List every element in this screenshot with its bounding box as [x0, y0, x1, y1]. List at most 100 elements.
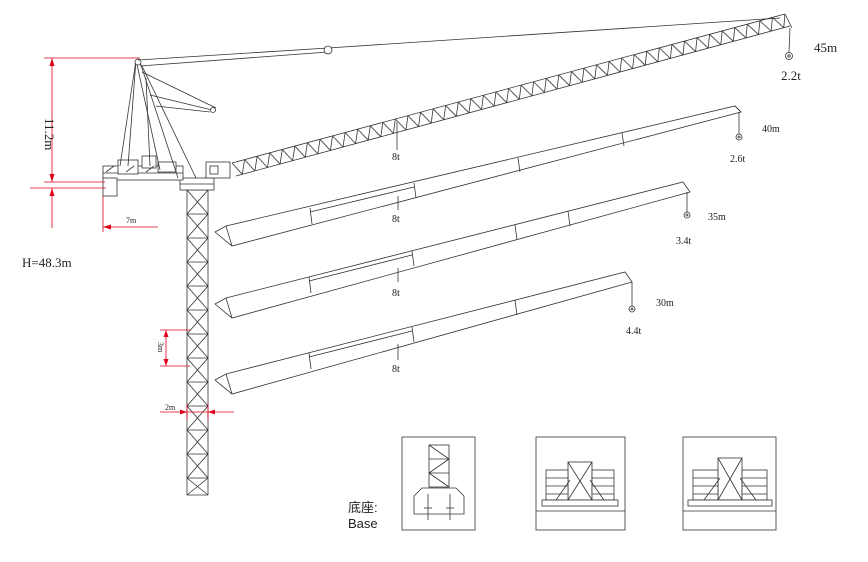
lattice-member: [682, 41, 685, 56]
lattice-member: [621, 57, 633, 69]
counter-jib: [102, 155, 184, 197]
lattice-member: [380, 122, 384, 137]
lattice-member: [558, 74, 570, 86]
lattice-member: [583, 67, 596, 80]
lattice-member: [395, 118, 407, 131]
lattice-member: [392, 118, 396, 134]
lattice-member: [432, 108, 445, 121]
lattice-member: [732, 27, 736, 42]
lattice-member: [430, 108, 434, 124]
lattice-member: [544, 78, 547, 93]
base-fixed-foundation: [401, 436, 476, 531]
lattice-member: [506, 88, 509, 103]
lattice-member: [330, 135, 333, 151]
slewing-unit: [179, 161, 231, 191]
lattice-member: [468, 98, 472, 113]
lattice-member: [281, 149, 293, 161]
jib-35-max-load: 8t: [392, 288, 400, 299]
lattice-member: [445, 105, 457, 117]
lattice-member: [357, 128, 369, 141]
lattice-member: [707, 34, 710, 49]
lattice-member: [254, 156, 258, 171]
jib-40-tip-load: 2.6t: [730, 154, 746, 165]
jib-45-max-load: 8t: [392, 152, 400, 163]
lattice-member: [619, 57, 623, 73]
lattice-member: [317, 139, 321, 154]
lattice-member: [382, 122, 394, 134]
lattice-member: [596, 64, 608, 76]
lattice-member: [556, 74, 560, 90]
lattice-member: [483, 94, 495, 107]
lattice-member: [267, 152, 271, 168]
tower-mast: [186, 189, 209, 496]
main-jib-45m: [231, 13, 793, 177]
lattice-member: [493, 91, 497, 107]
lattice-member: [581, 68, 585, 83]
jib-45-tip-load: 2.2t: [781, 68, 801, 83]
jib-30-tip-load: 4.4t: [626, 326, 642, 337]
lattice-member: [520, 84, 533, 97]
lattice-member: [633, 54, 646, 66]
lattice-member: [608, 61, 621, 73]
counter-jib-length-label: 7m: [126, 216, 137, 225]
jib-40-length: 40m: [762, 124, 780, 135]
base-label-cn: 底座:: [348, 500, 378, 515]
lattice-member: [186, 333, 209, 359]
lattice-member: [244, 159, 256, 172]
lattice-member: [745, 24, 748, 38]
lattice-member: [319, 139, 331, 151]
lattice-member: [669, 44, 673, 59]
jib-35-length: 35m: [708, 212, 726, 223]
lattice-member: [407, 115, 419, 127]
lattice-member: [256, 155, 268, 168]
jib-30m: [214, 271, 636, 395]
top-height-label: 11.2m: [42, 118, 57, 150]
base-cross-side: [682, 436, 777, 531]
lattice-member: [186, 309, 209, 335]
section-height-label: 3m: [156, 342, 165, 353]
mast-lattice: [186, 189, 209, 496]
lattice-member: [684, 40, 696, 52]
lattice-member: [569, 71, 572, 86]
lattice-member: [531, 81, 535, 96]
lattice-member: [420, 111, 432, 124]
lattice-member: [307, 142, 319, 155]
lattice-member: [772, 17, 784, 28]
lattice-member: [294, 145, 306, 158]
lattice-member: [495, 91, 507, 103]
lattice-member: [470, 98, 482, 110]
lattice-member: [186, 453, 209, 479]
lattice-member: [292, 146, 296, 161]
lattice-member: [186, 477, 209, 496]
lattice-member: [231, 162, 243, 175]
a-frame: [119, 58, 217, 179]
lattice-member: [696, 37, 709, 49]
lattice-member: [344, 132, 356, 144]
jib-45-length: 45m: [814, 40, 837, 55]
lattice-member: [594, 64, 597, 79]
lattice-member: [657, 47, 660, 62]
lattice-member: [186, 189, 209, 215]
lattice-member: [695, 37, 698, 52]
lattice-member: [186, 213, 209, 239]
lattice-member: [186, 405, 209, 431]
lattice-member: [355, 129, 359, 144]
lattice-member: [632, 54, 635, 69]
lattice-member: [508, 88, 520, 100]
lattice-member: [367, 125, 371, 141]
lattice-member: [186, 285, 209, 311]
lattice-member: [443, 105, 447, 120]
lattice-member: [186, 261, 209, 287]
jib-35m: [214, 181, 691, 319]
lattice-member: [455, 101, 459, 117]
lattice-member: [747, 23, 759, 35]
jib-40-max-load: 8t: [392, 214, 400, 225]
lattice-member: [659, 47, 671, 59]
lattice-member: [405, 115, 409, 131]
lattice-member: [721, 30, 734, 42]
main-jib-lattice: [231, 13, 786, 175]
jib-40m: [214, 105, 743, 247]
lattice-member: [418, 112, 421, 127]
lattice-member: [186, 237, 209, 263]
